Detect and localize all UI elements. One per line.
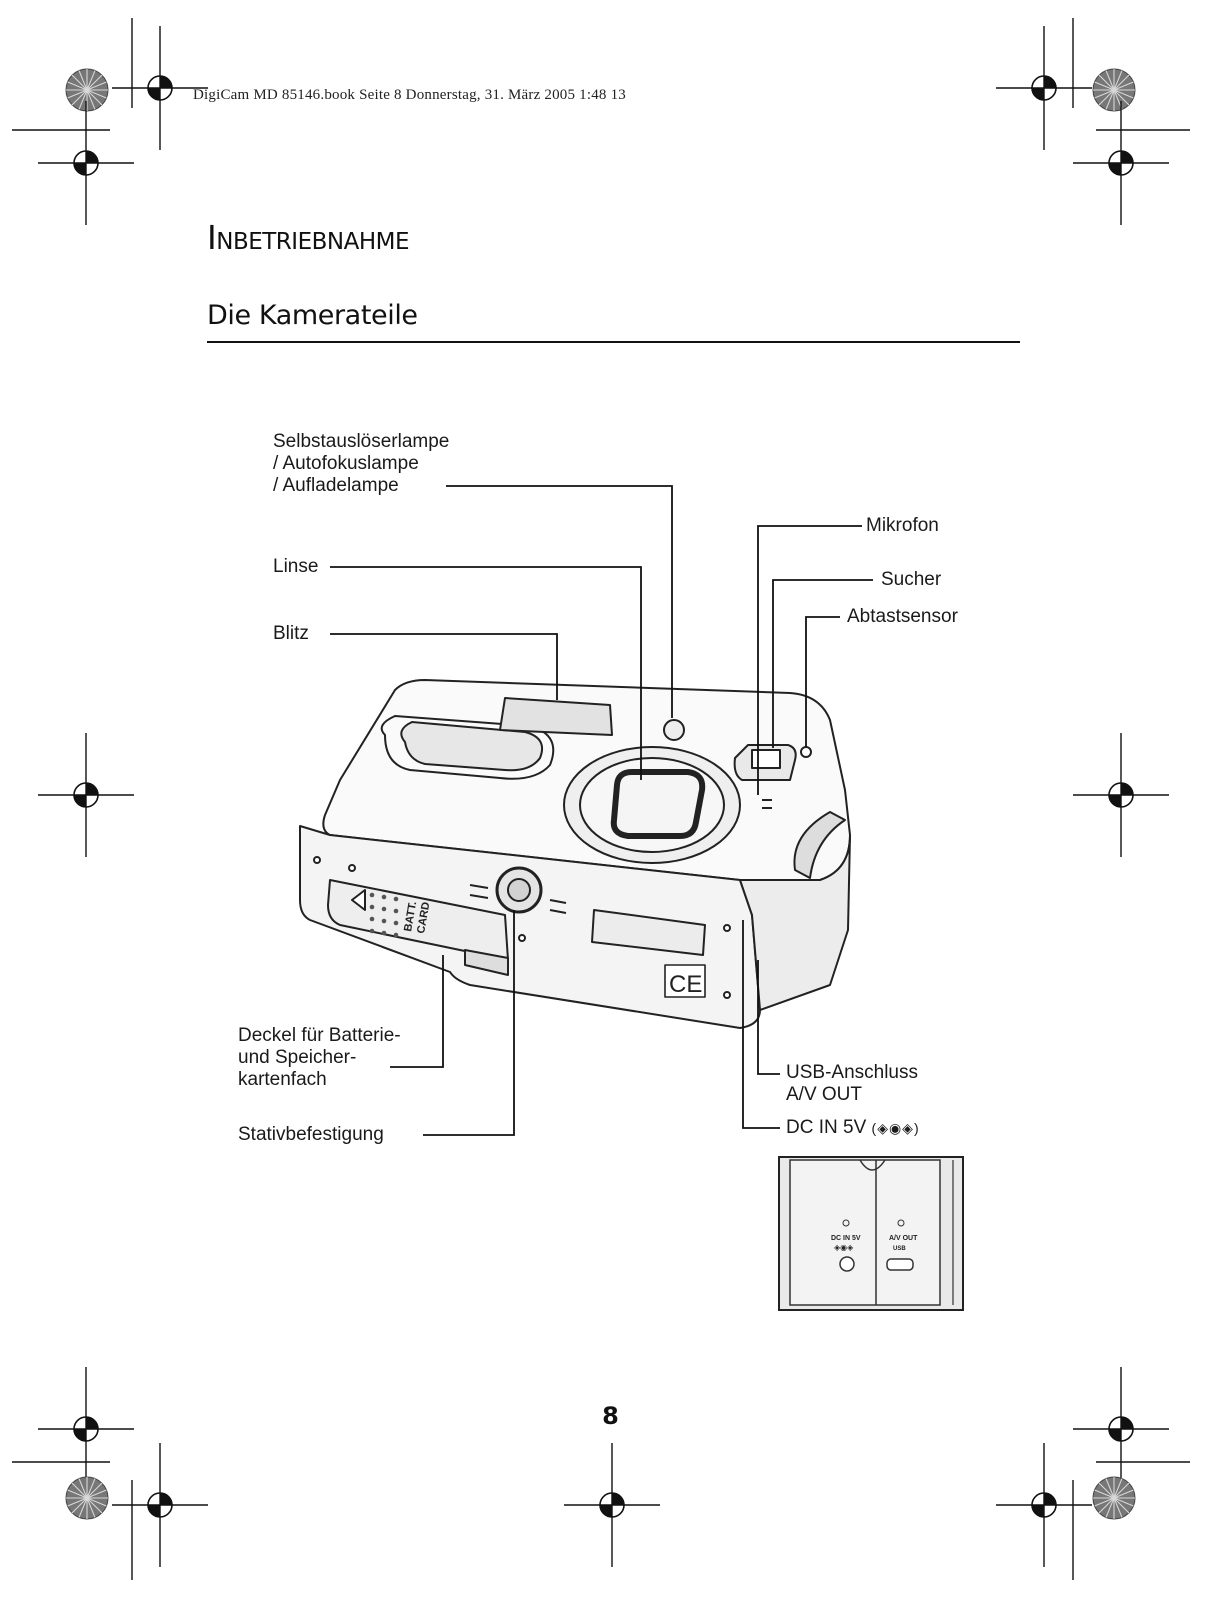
section-title: Die Kamerateile <box>207 300 418 331</box>
label-stativ: Stativbefestigung <box>238 1124 384 1145</box>
label-selbstausloeser-3: / Aufladelampe <box>273 475 399 496</box>
camera-side <box>739 834 851 1011</box>
page-number: 8 <box>602 1402 619 1430</box>
label-deckel-2: und Speicher- <box>238 1047 357 1068</box>
label-selbstausloeser-2: / Autofokuslampe <box>273 453 419 474</box>
label-blitz: Blitz <box>273 623 309 644</box>
dc-in-text: DC IN 5V <box>786 1117 867 1138</box>
card-label: CARD <box>415 901 432 934</box>
label-usb: USB-Anschluss <box>786 1062 918 1083</box>
inset-av-label: A/V OUT <box>889 1235 918 1242</box>
label-sucher: Sucher <box>881 569 942 590</box>
section-divider <box>207 341 1020 343</box>
inset-dc-label: DC IN 5V <box>831 1235 861 1242</box>
label-abtastsensor: Abtastsensor <box>847 606 958 627</box>
print-info-header: DigiCam MD 85146.book Seite 8 Donnerstag… <box>193 87 626 103</box>
label-mikrofon: Mikrofon <box>866 515 939 536</box>
camera-front <box>299 825 761 1029</box>
label-deckel-1: Deckel für Batterie- <box>238 1025 401 1046</box>
dc-polarity-symbol: (◈◉◈) <box>871 1120 920 1136</box>
ce-mark: CE <box>669 971 702 998</box>
label-linse: Linse <box>273 556 319 577</box>
port-inset-photo: DC IN 5V ◈◉◈ A/V OUT USB <box>778 1156 964 1311</box>
inset-dc-symbol: ◈◉◈ <box>834 1243 854 1252</box>
inset-usb-label: USB <box>893 1246 906 1252</box>
batt-label: BATT. <box>402 901 419 933</box>
label-deckel-3: kartenfach <box>238 1069 327 1090</box>
chapter-title: Inbetriebnahme <box>207 218 410 257</box>
label-dc-in: DC IN 5V (◈◉◈) <box>786 1117 920 1139</box>
label-selbstausloeser-1: Selbstauslöserlampe <box>273 431 450 452</box>
label-av-out: A/V OUT <box>786 1084 863 1105</box>
